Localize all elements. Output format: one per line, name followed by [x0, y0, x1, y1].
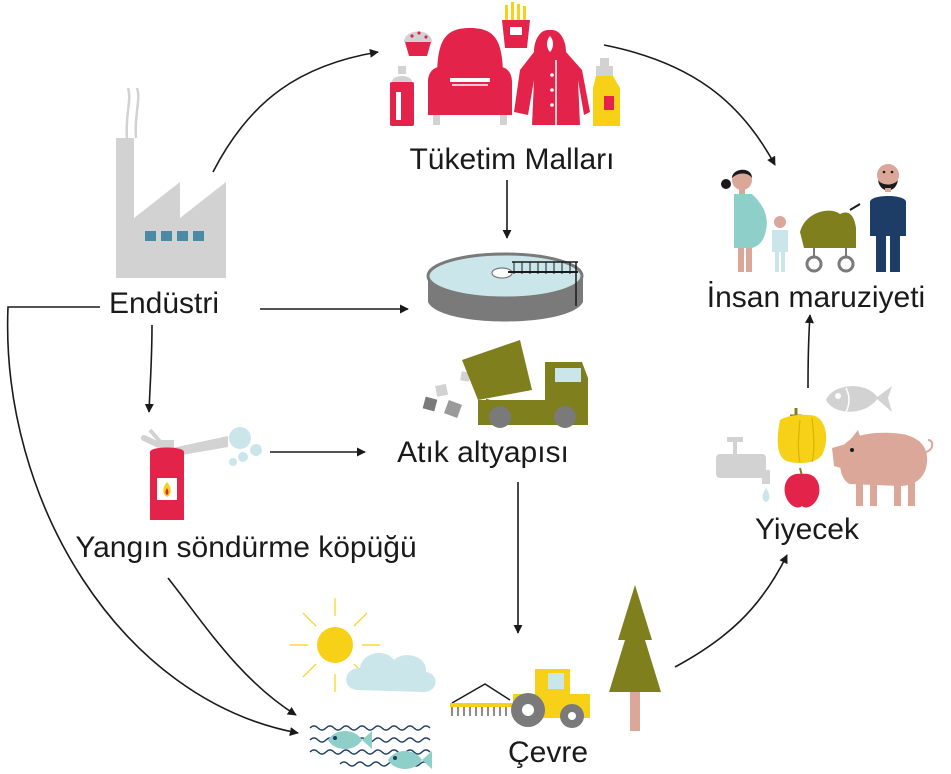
- label-firefighting-foam: Yangın söndürme köpüğü: [75, 531, 416, 564]
- fries-icon: [502, 2, 530, 48]
- fish-icon: [826, 386, 892, 413]
- arrow-food-to-human-exposure: [804, 314, 814, 389]
- fire-extinguisher-icon: [141, 427, 262, 520]
- tractor-icon: [450, 669, 590, 728]
- muffin-icon: [404, 31, 432, 56]
- label-food: Yiyecek: [755, 513, 860, 546]
- dump-truck-icon: [422, 340, 588, 428]
- detergent-bottle-icon: [593, 58, 620, 126]
- label-industry: Endüstri: [109, 287, 219, 320]
- arrow-foam-to-environment: [167, 577, 297, 716]
- stroller-icon: [800, 203, 861, 273]
- pregnant-woman-icon: [721, 169, 767, 272]
- arrow-industry-to-consumer-goods: [212, 48, 379, 173]
- label-environment: Çevre: [508, 736, 588, 769]
- apple-icon: [784, 467, 820, 508]
- arrow-consumer-goods-to-human-exposure: [603, 44, 776, 166]
- child-icon: [772, 216, 788, 272]
- arrow-industry-to-extinguisher: [144, 324, 154, 413]
- label-waste-infrastructure: Atık altyapısı: [397, 436, 569, 469]
- cloud-icon: [346, 653, 436, 692]
- coat-icon: [514, 30, 590, 125]
- man-icon: [870, 164, 906, 272]
- fish-icon: [388, 751, 432, 769]
- arrows: [6, 44, 814, 736]
- label-consumer-goods: Tüketim Malları: [409, 143, 614, 176]
- pepper-icon: [777, 408, 827, 464]
- water-tap-icon: [716, 437, 770, 502]
- spray-can-icon: [390, 66, 414, 126]
- tree-icon: [609, 585, 661, 731]
- arrow-environment-to-food: [674, 554, 788, 668]
- fish-icon: [328, 731, 372, 749]
- armchair-icon: [428, 28, 512, 125]
- arrow-industry-to-environment: [6, 306, 299, 736]
- treatment-tank-icon: [426, 252, 584, 322]
- factory-icon: [116, 87, 226, 278]
- label-human-exposure: İnsan maruziyeti: [707, 281, 925, 314]
- sun-icon: [290, 598, 380, 692]
- pig-icon: [832, 430, 934, 506]
